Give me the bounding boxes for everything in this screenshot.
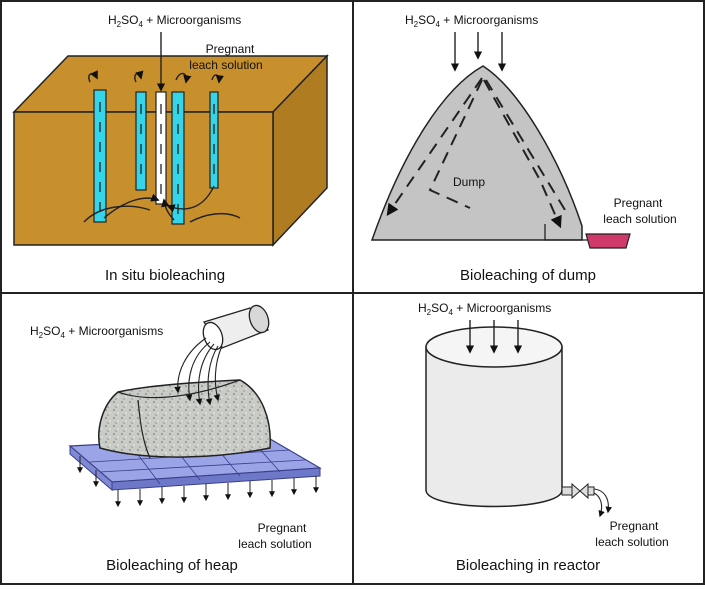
collection-tray bbox=[585, 233, 631, 249]
well-2 bbox=[135, 91, 147, 191]
heap-pregnant-line2: leach solution bbox=[238, 537, 311, 551]
in-situ-pregnant-line1: Pregnant bbox=[206, 42, 255, 56]
dump-label: Dump bbox=[453, 175, 485, 189]
panel-heap: H2SO4 + Microorganisms Pregnant leach so… bbox=[30, 304, 322, 574]
ground-top-face bbox=[12, 55, 329, 113]
dump-pile bbox=[370, 65, 583, 241]
well-3 bbox=[171, 91, 185, 225]
outlet-valve bbox=[561, 482, 613, 518]
dump-caption: Bioleaching of dump bbox=[460, 267, 596, 284]
reactor-reagent-label: H2SO4 + Microorganisms bbox=[418, 301, 551, 317]
well-4 bbox=[209, 91, 219, 189]
panel-in-situ: H2SO4 + Microorganisms Pregnant leach so… bbox=[12, 13, 329, 284]
reactor-body bbox=[425, 346, 563, 508]
ore-heap bbox=[98, 379, 271, 458]
dump-pregnant-line1: Pregnant bbox=[614, 196, 663, 210]
injection-wells bbox=[83, 32, 241, 225]
heap-pregnant-line1: Pregnant bbox=[258, 521, 307, 535]
heap-caption: Bioleaching of heap bbox=[106, 557, 238, 574]
in-situ-reagent-label: H2SO4 + Microorganisms bbox=[108, 13, 241, 29]
pouring-bucket bbox=[202, 304, 270, 351]
in-situ-pregnant-line2: leach solution bbox=[189, 58, 262, 72]
panel-reactor: H2SO4 + Microorganisms Pregnant leach so… bbox=[418, 301, 669, 574]
well-1 bbox=[93, 89, 107, 223]
in-situ-caption: In situ bioleaching bbox=[105, 267, 225, 284]
reactor-caption: Bioleaching in reactor bbox=[456, 557, 600, 574]
panel-dump: H2SO4 + Microorganisms Dump Pregnant lea… bbox=[370, 13, 677, 284]
reactor-pregnant-line2: leach solution bbox=[595, 535, 668, 549]
dump-pregnant-line2: leach solution bbox=[603, 212, 676, 226]
dump-reagent-label: H2SO4 + Microorganisms bbox=[405, 13, 538, 29]
heap-reagent-label: H2SO4 + Microorganisms bbox=[30, 324, 163, 340]
reactor-pregnant-line1: Pregnant bbox=[610, 519, 659, 533]
